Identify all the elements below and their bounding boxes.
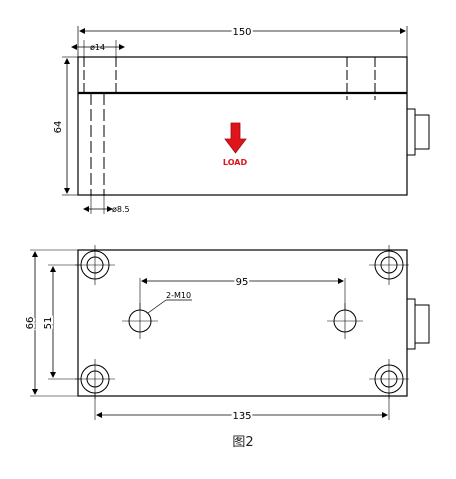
dim-phi85-label: ø8.5	[112, 205, 130, 214]
front-body-outline	[77, 56, 408, 196]
mount-hole-bottom-right	[369, 359, 409, 399]
mount-hole-top-left	[75, 245, 115, 285]
load-label: LOAD	[223, 158, 248, 167]
dim-95-label: 95	[236, 277, 249, 288]
dim-135-label: 135	[232, 411, 251, 422]
mount-hole-top-right	[369, 245, 409, 285]
bottom-connector	[406, 298, 416, 350]
thread-m10-label: 2-M10	[166, 291, 191, 300]
dim-150-label: 150	[232, 27, 251, 38]
dim-66-label: 66	[25, 317, 36, 330]
dim-51-label: 51	[43, 317, 54, 330]
dim-phi14-label: ø14	[90, 43, 105, 52]
front-connector	[406, 108, 416, 156]
figure-caption: 图2	[232, 435, 253, 450]
front-view	[62, 26, 430, 214]
load-arrow-icon	[224, 122, 247, 154]
bottom-body-outline	[77, 249, 408, 397]
front-connector-cap	[414, 114, 430, 150]
bottom-connector-cap	[414, 304, 430, 344]
bottom-view	[30, 245, 430, 420]
dim-64-label: 64	[53, 121, 64, 134]
